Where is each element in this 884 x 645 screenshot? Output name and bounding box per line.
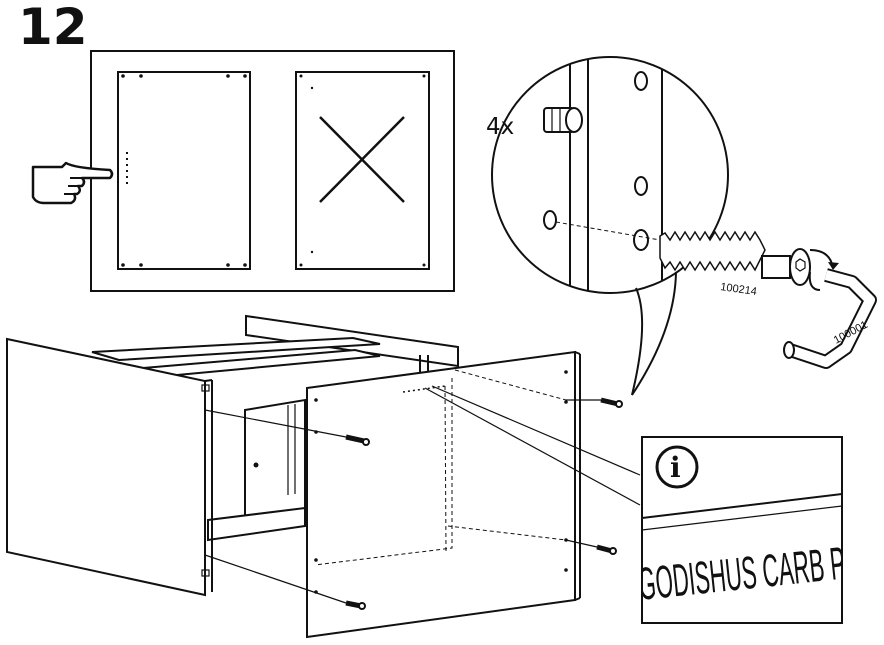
pointing-hand-icon [31, 161, 114, 205]
screw-icon [345, 600, 366, 610]
orientation-box [31, 50, 455, 292]
dowel-pin-icon [543, 107, 583, 133]
quantity-label: 4x [486, 114, 514, 140]
cabinet-assembly [6, 314, 641, 639]
info-icon: i [655, 445, 699, 489]
cam-screw-icon [659, 230, 811, 286]
svg-text:i: i [670, 451, 681, 484]
screw-icon [600, 397, 623, 408]
screw-icon [345, 434, 370, 446]
screw-part-number: 100214 [720, 281, 758, 298]
info-callout: GODISHUS CARB P2 i [641, 436, 843, 624]
step-number: 12 [18, 0, 88, 56]
incorrect-panel [295, 71, 430, 270]
screw-icon [596, 544, 617, 555]
hex-key-icon [783, 249, 877, 369]
magnified-detail [491, 56, 729, 396]
correct-panel [117, 71, 251, 270]
